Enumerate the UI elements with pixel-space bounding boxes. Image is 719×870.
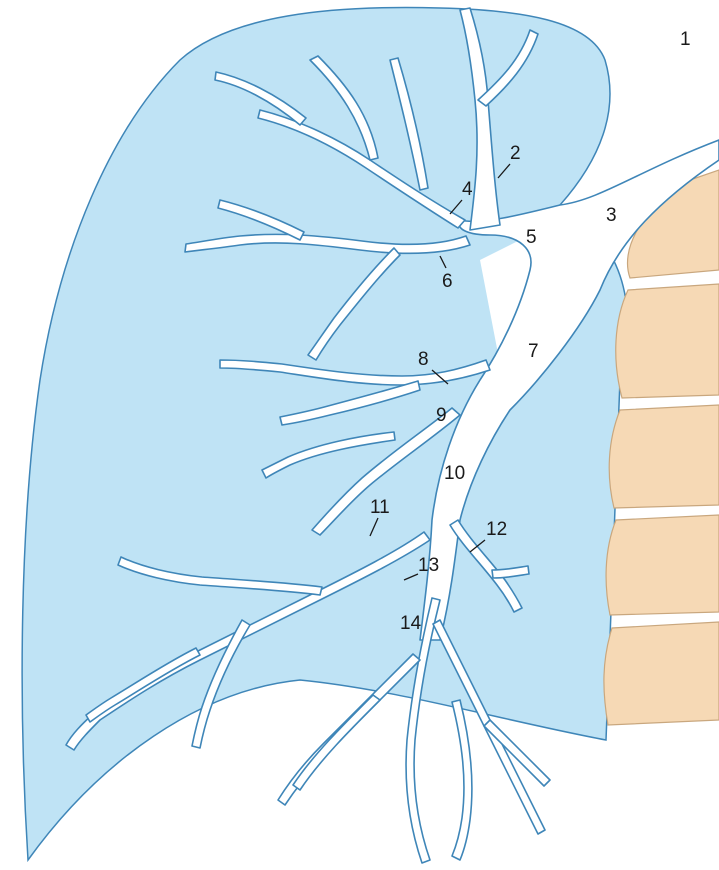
vertebra-3 <box>609 405 719 508</box>
subbranch-14d <box>293 695 380 790</box>
label-11: 11 <box>370 498 390 517</box>
vertebra-4 <box>606 515 719 615</box>
label-9: 9 <box>436 406 447 425</box>
label-6: 6 <box>442 272 453 291</box>
label-12: 12 <box>486 520 507 539</box>
label-4: 4 <box>462 180 473 199</box>
label-5: 5 <box>526 228 537 247</box>
label-7: 7 <box>528 342 539 361</box>
label-10: 10 <box>444 464 465 483</box>
label-14: 14 <box>400 614 421 633</box>
label-13: 13 <box>418 556 439 575</box>
label-2: 2 <box>510 144 521 163</box>
subbranch-14b <box>452 700 472 860</box>
label-1: 1 <box>680 30 691 49</box>
label-8: 8 <box>418 350 429 369</box>
vertebra-5 <box>604 622 719 725</box>
label-3: 3 <box>606 206 617 225</box>
vertebral-column <box>604 170 719 725</box>
vertebra-2 <box>616 284 719 398</box>
